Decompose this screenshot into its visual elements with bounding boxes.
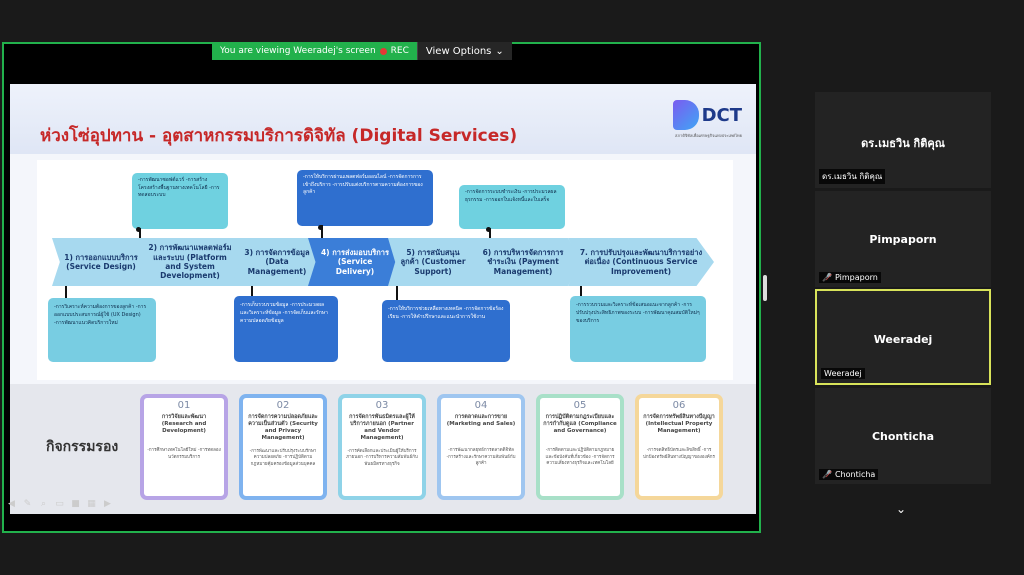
participant-label-text: ดร.เมธวิน กิติคุณ (822, 172, 883, 181)
support-card-number: 05 (573, 400, 587, 411)
bottom-box-data: -การเก็บรวบรวมข้อมูล -การประมวลผลและวิเค… (234, 296, 338, 362)
connector-line (65, 286, 67, 306)
participant-tile-2[interactable]: Pimpaporn 🎤̸ Pimpaporn (815, 191, 991, 287)
annotation-toolbar: ◀ ✎ ⌕ ▭ ■ ▦ ▶ (6, 498, 113, 509)
support-card-items: -การจดสิทธิบัตรและลิขสิทธิ์ -การปกป้องทร… (643, 448, 715, 460)
support-card-number: 01 (177, 400, 191, 411)
bottom-box-support: -การให้บริการช่วยเหลือทางเทคนิค -การจัดก… (382, 300, 510, 362)
support-card-title: การวิจัยและพัฒนา (Research and Developme… (161, 414, 207, 435)
camera-icon[interactable]: ■ (71, 498, 80, 509)
rec-label: REC (390, 46, 409, 56)
mic-off-icon: 🎤̸ (822, 273, 832, 282)
connector-dot (486, 227, 491, 232)
participant-label: 🎤̸ Chonticha (819, 469, 879, 480)
connector-line (580, 286, 582, 304)
screen-share-banner: You are viewing Weeradej's screen REC Vi… (212, 42, 512, 60)
support-card-number: 02 (276, 400, 290, 411)
view-options-button[interactable]: View Options ⌄ (416, 42, 512, 60)
chain-step-5: 5) การสนับสนุนลูกค้า (Customer Support) (388, 238, 478, 286)
participant-tile-4[interactable]: Chonticha 🎤̸ Chonticha (815, 388, 991, 484)
presentation-slide: ห่วงโซ่อุปทาน - อุตสาหกรรมบริการดิจิทัล … (10, 84, 756, 514)
bottom-box-improvement: -การรวบรวมและวิเคราะห์ข้อเสนอแนะจากลูกค้… (570, 296, 706, 362)
connector-line (251, 286, 253, 302)
participant-label: ดร.เมธวิน กิติคุณ (819, 169, 886, 184)
participant-label: Weeradej (821, 368, 865, 379)
chevron-down-icon: ⌄ (495, 45, 504, 57)
support-card-title: การจัดการความปลอดภัยและความเป็นส่วนตัว (… (248, 414, 318, 442)
view-options-label: View Options (425, 45, 492, 57)
support-card-ip: 06 การจัดการทรัพย์สินทางปัญญา (Intellect… (635, 394, 723, 500)
prev-slide-icon[interactable]: ◀ (8, 498, 15, 509)
support-card-title: การจัดการทรัพย์สินทางปัญญา (Intellectual… (643, 414, 715, 435)
connector-line (321, 225, 323, 242)
participant-center-name: Weeradej (873, 333, 933, 346)
support-card-items: -การศึกษาเทคโนโลยีใหม่ -การทดลองนวัตกรรม… (147, 448, 221, 460)
support-card-title: การตลาดและการขาย (Marketing and Sales) (446, 414, 516, 428)
record-icon (379, 47, 387, 55)
pen-icon[interactable]: ✎ (23, 498, 32, 509)
support-card-number: 06 (672, 400, 686, 411)
support-card-marketing: 04 การตลาดและการขาย (Marketing and Sales… (437, 394, 525, 500)
support-card-compliance: 05 การปฏิบัติตามกฎระเบียบและการกำกับดูแล… (536, 394, 624, 500)
support-card-items: -การพัฒนากลยุทธ์การตลาดดิจิทัล -การสร้าง… (446, 448, 516, 467)
viewing-indicator: You are viewing Weeradej's screen REC (212, 42, 417, 60)
participant-tile-1[interactable]: ดร.เมธวิน กิติคุณ ดร.เมธวิน กิติคุณ (815, 92, 991, 188)
chain-step-7: 7. การปรับปรุงและพัฒนาบริการอย่างต่อเนื่… (568, 238, 714, 286)
next-slide-icon[interactable]: ▶ (104, 498, 111, 509)
support-card-items: -การติดตามและปฏิบัติตามกฎหมายและข้อบังคั… (545, 448, 615, 467)
dct-logo-subtitle: สภาดิจิทัลเพื่อเศรษฐกิจแห่งประเทศไทย (675, 133, 742, 138)
mic-off-icon: 🎤̸ (822, 470, 832, 479)
support-card-items: -การคัดเลือกและประเมินผู้ให้บริการภายนอก… (346, 448, 418, 467)
viewing-text: You are viewing Weeradej's screen (220, 46, 376, 56)
chain-step-6: 6) การบริหารจัดการการชำระเงิน (Payment M… (464, 238, 582, 286)
top-box-platform: -การพัฒนาซอฟต์แวร์ -การสร้างโครงสร้างพื้… (132, 173, 228, 229)
support-card-partner: 03 การจัดการพันธมิตรและผู้ให้บริการภายนอ… (338, 394, 426, 500)
support-card-number: 03 (375, 400, 389, 411)
panel-resize-handle[interactable] (763, 275, 767, 301)
chain-step-2: 2) การพัฒนาแพลตฟอร์มและระบบ (Platform an… (134, 238, 246, 286)
participant-center-name: Chonticha (871, 430, 935, 443)
participant-center-name: ดร.เมธวิน กิติคุณ (861, 137, 945, 150)
chain-step-1: 1) การออกแบบบริการ (Service Design) (52, 238, 150, 286)
top-box-payment: -การจัดการระบบชำระเงิน -การประมวลผลธุรกร… (459, 185, 565, 229)
participant-tile-3-active[interactable]: Weeradej Weeradej (815, 289, 991, 385)
connector-dot (318, 225, 323, 230)
shared-screen[interactable]: ห่วงโซ่อุปทาน - อุตสาหกรรมบริการดิจิทัล … (2, 42, 761, 533)
zoom-icon[interactable]: ⌕ (40, 498, 47, 509)
participant-label-text: Chonticha (834, 470, 876, 479)
participant-label-text: Weeradej (824, 369, 862, 378)
grid-icon[interactable]: ▦ (87, 498, 96, 509)
bottom-box-design: -การวิเคราะห์ความต้องการของลูกค้า -การออ… (48, 298, 156, 362)
top-box-delivery: -การให้บริการผ่านแพลตฟอร์มออนไลน์ -การจั… (297, 170, 433, 226)
support-card-title: การปฏิบัติตามกฎระเบียบและการกำกับดูแล (C… (543, 414, 617, 435)
dct-logo-mark-icon (672, 100, 699, 130)
support-card-rnd: 01 การวิจัยและพัฒนา (Research and Develo… (140, 394, 228, 500)
chain-step-4: 4) การส่งมอบบริการ (Service Delivery) (308, 238, 402, 286)
captions-icon[interactable]: ▭ (55, 498, 64, 509)
slide-title: ห่วงโซ่อุปทาน - อุตสาหกรรมบริการดิจิทัล … (40, 126, 518, 146)
chevron-down-icon[interactable]: ⌄ (896, 502, 907, 516)
support-card-title: การจัดการพันธมิตรและผู้ให้บริการภายนอก (… (349, 414, 415, 442)
support-card-security: 02 การจัดการความปลอดภัยและความเป็นส่วนตั… (239, 394, 327, 500)
participant-label: 🎤̸ Pimpaporn (819, 272, 881, 283)
participant-label-text: Pimpaporn (834, 273, 878, 282)
participant-center-name: Pimpaporn (869, 233, 937, 246)
support-card-items: -การพัฒนาและปรับปรุงระบบรักษาความปลอดภัย… (249, 448, 317, 467)
connector-line (139, 228, 141, 242)
dct-logo-text: DCT (701, 104, 742, 126)
connector-dot (136, 227, 141, 232)
slide-header (10, 84, 756, 154)
support-activities-label: กิจกรรมรอง (46, 439, 119, 455)
connector-line (489, 228, 491, 242)
connector-line (396, 286, 398, 306)
chain-step-3: 3) การจัดการข้อมูล (Data Management) (232, 238, 322, 286)
dct-logo: DCT (672, 100, 742, 130)
support-card-number: 04 (474, 400, 488, 411)
